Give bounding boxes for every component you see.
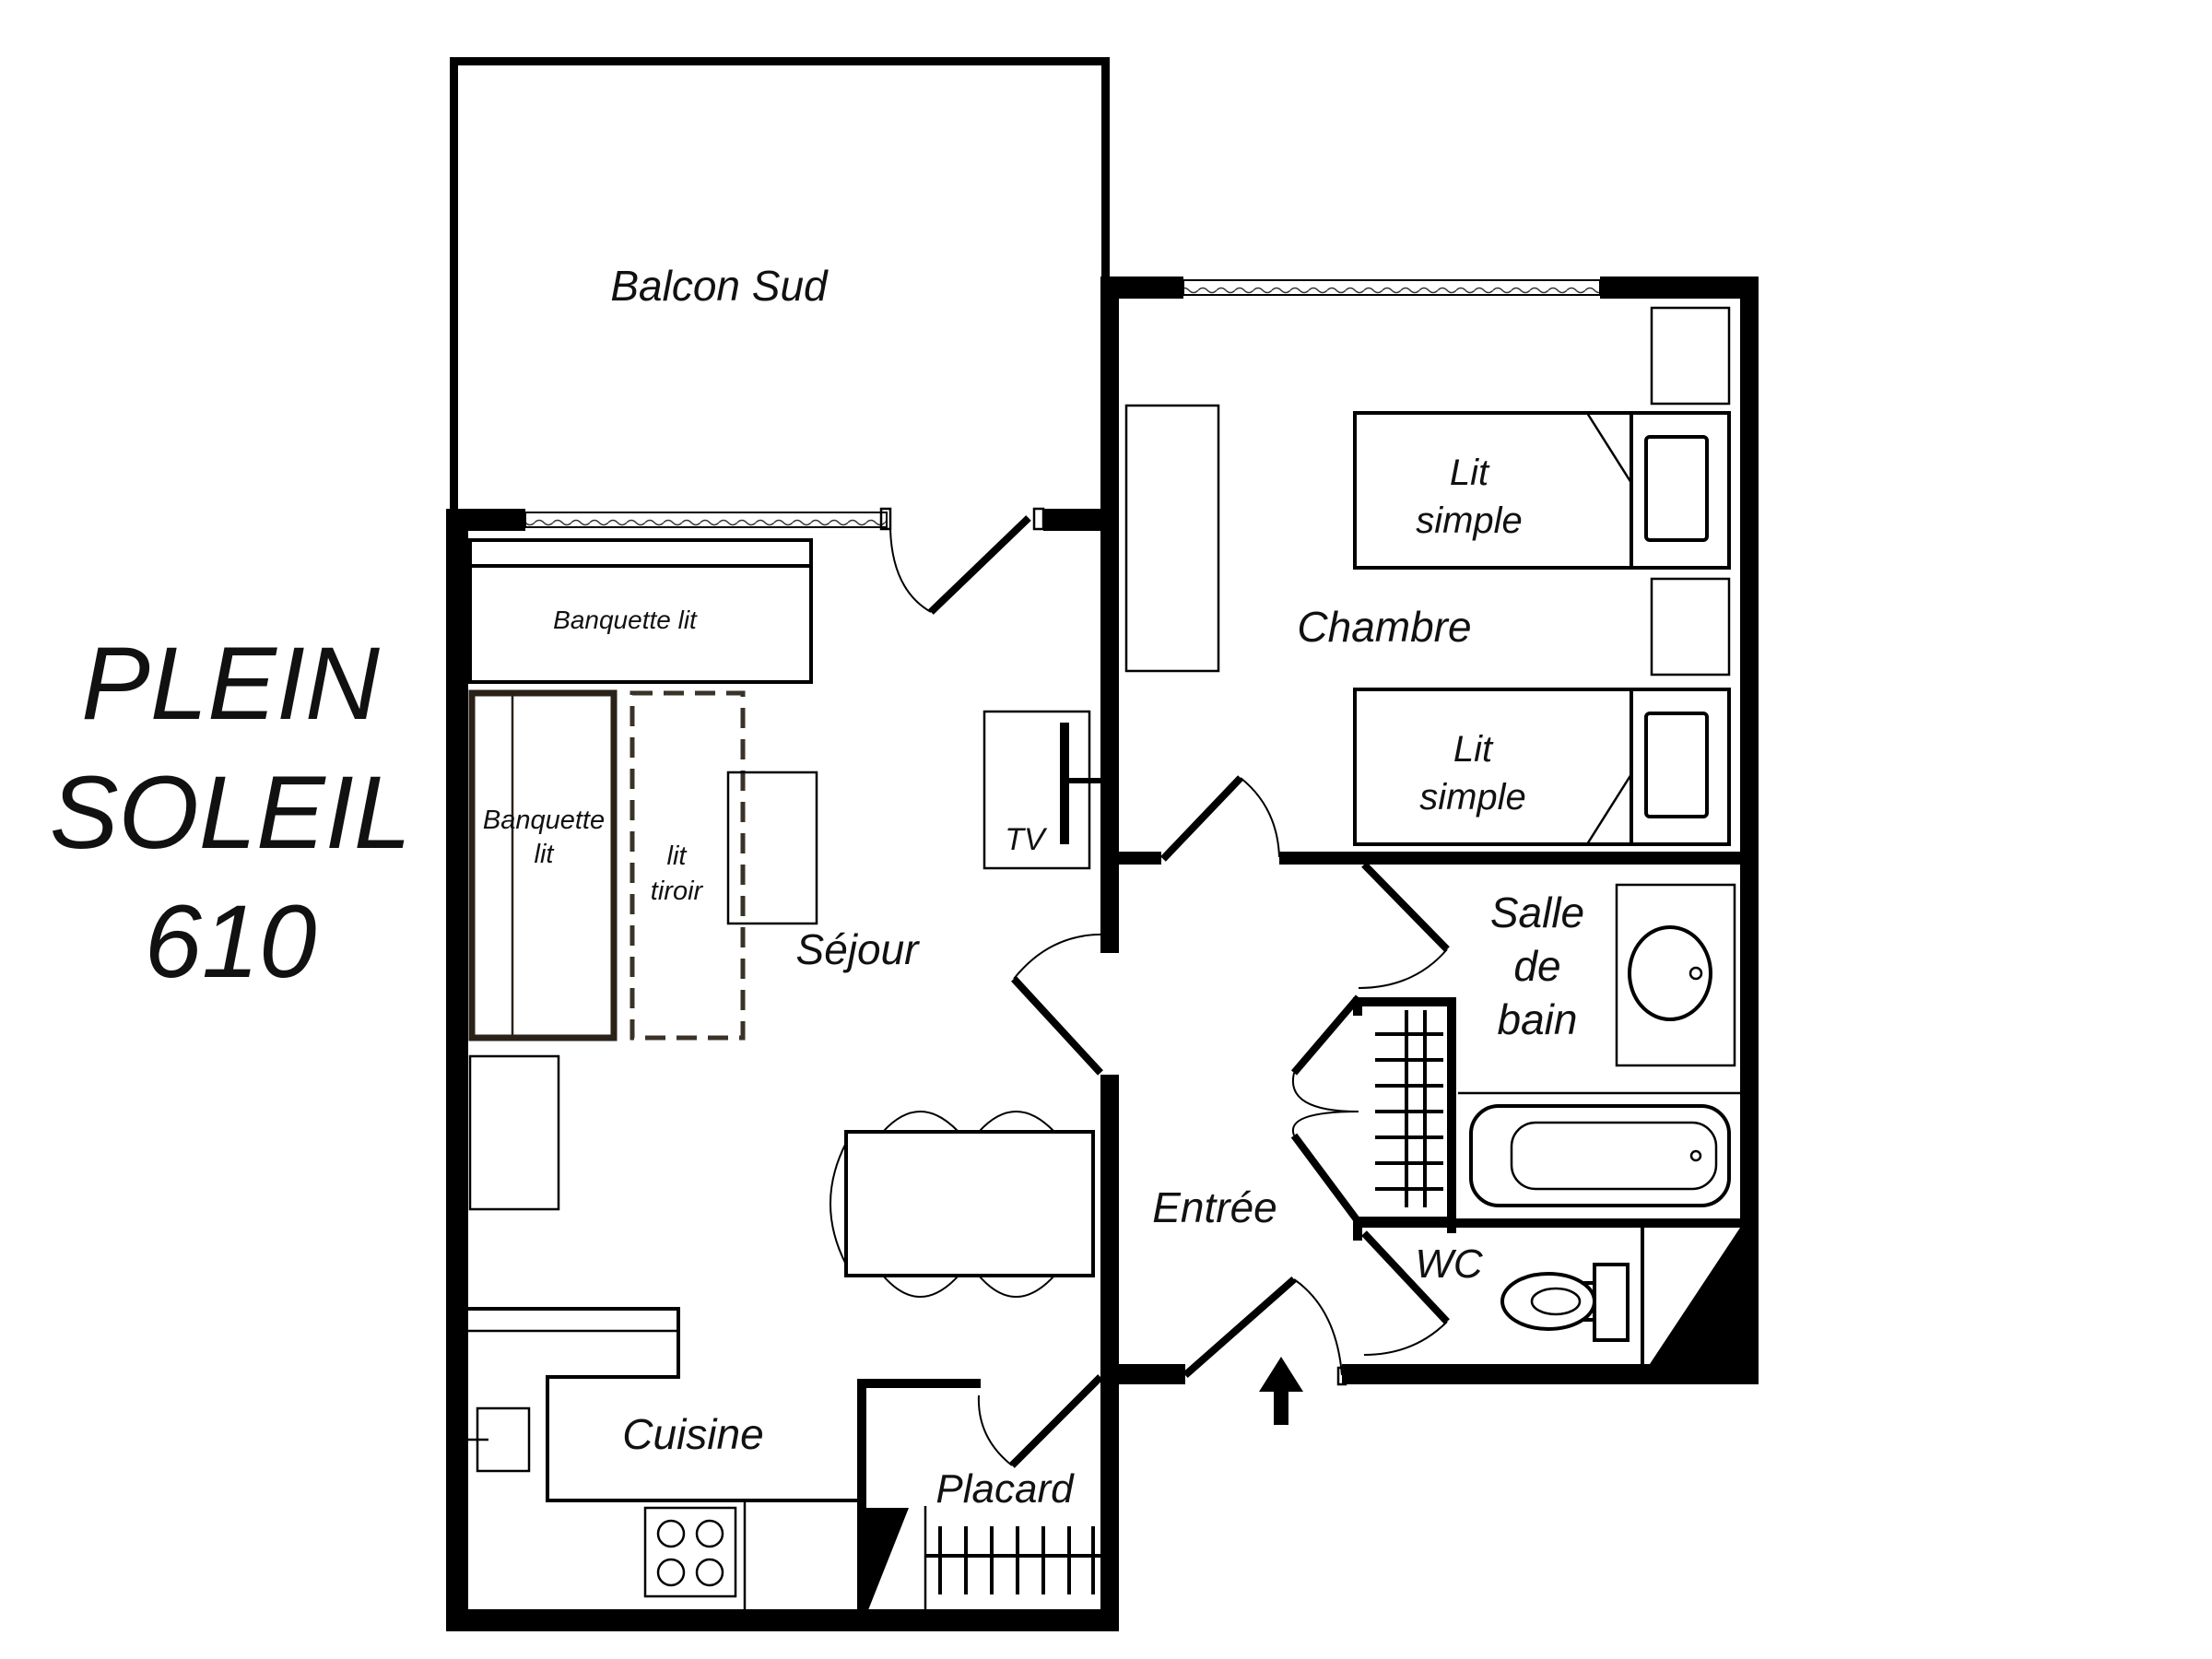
lit-simple-1-label-1: Lit — [1450, 453, 1490, 493]
sejour-label: Séjour — [796, 925, 921, 973]
salle-de-bain-label-3: bain — [1498, 995, 1578, 1043]
plan-title: PLEIN SOLEIL 610 — [50, 626, 411, 999]
entree-label: Entrée — [1152, 1183, 1277, 1231]
wc-label: WC — [1415, 1241, 1484, 1287]
toilet-bowl — [1500, 1272, 1596, 1331]
cuisine: Cuisine — [468, 1307, 857, 1609]
partitions — [857, 935, 1746, 1615]
title-line-3: 610 — [145, 884, 317, 999]
lit-tiroir-label-1: lit — [667, 841, 688, 871]
title-line-2: SOLEIL — [50, 755, 411, 870]
arrow-up-icon — [1259, 1357, 1303, 1425]
lit-simple-2 — [1353, 688, 1731, 846]
cooktop — [643, 1506, 737, 1598]
balcony-label: Balcon Sud — [610, 262, 829, 310]
banquette-lit-side-label-2: lit — [535, 840, 556, 869]
entree: Entrée — [1152, 1183, 1303, 1425]
lit-tiroir-label-2: tiroir — [651, 877, 704, 906]
toilet-tank — [1593, 1263, 1630, 1342]
title-line-1: PLEIN — [81, 626, 380, 741]
placard-label: Placard — [935, 1466, 1075, 1512]
lit-simple-1-label-2: simple — [1416, 500, 1523, 541]
salle-de-bain-label-1: Salle — [1490, 888, 1584, 936]
wc: WC — [1415, 1241, 1630, 1342]
outer-walls — [446, 276, 1759, 1631]
doors — [879, 507, 1450, 1468]
lit-tiroir — [629, 690, 746, 1041]
bathtub — [1469, 1104, 1731, 1207]
chambre: Lit simple Lit simple Chambre — [1124, 306, 1731, 846]
lit-simple-1 — [1353, 411, 1731, 570]
banquette-lit-top — [468, 538, 813, 684]
banquette-lit-side — [468, 689, 618, 1041]
wardrobe — [1124, 404, 1220, 673]
lit-simple-2-label-2: simple — [1419, 777, 1526, 818]
placard: Placard — [924, 1466, 1100, 1609]
balcony: Balcon Sud — [450, 57, 1110, 518]
cuisine-label: Cuisine — [622, 1410, 763, 1458]
washbasin — [1615, 883, 1736, 1067]
window-sejour — [524, 512, 888, 528]
sejour-furniture: Banquette lit Banquette lit lit tiroir T… — [468, 538, 1100, 1298]
window-chambre — [1182, 279, 1601, 296]
lit-simple-2-label-1: Lit — [1453, 729, 1494, 770]
banquette-lit-top-label: Banquette lit — [553, 606, 698, 634]
banquette-lit-side-label-1: Banquette — [483, 806, 605, 835]
windows — [524, 279, 1601, 528]
chambre-label: Chambre — [1297, 603, 1471, 651]
tv-unit — [982, 710, 1091, 870]
salle-de-bain: Salle de bain — [1375, 883, 1736, 1207]
tv-label: TV — [1005, 822, 1048, 857]
dining-table — [844, 1130, 1095, 1277]
salle-de-bain-label-2: de — [1513, 942, 1560, 990]
